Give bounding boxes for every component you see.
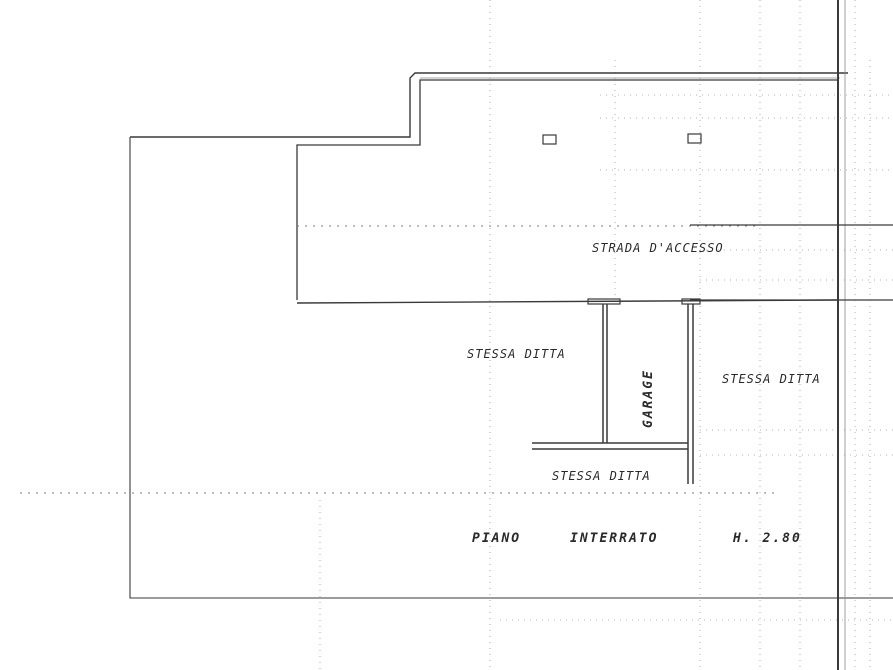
- garage-label: GARAGE: [641, 369, 656, 428]
- column-markers: [542, 133, 702, 145]
- pillar-marker-right: [687, 133, 702, 144]
- owner-label-right: STESSA DITTA: [722, 372, 821, 386]
- floor-type-label: INTERRATO: [570, 531, 658, 546]
- access-road-outline: [296, 79, 839, 304]
- floor-name-label: PIANO: [472, 531, 521, 546]
- construction-grid: [319, 0, 893, 670]
- garage-walls: [532, 298, 701, 484]
- owner-label-bottom: STESSA DITTA: [552, 469, 651, 483]
- pillar-marker-left: [542, 134, 557, 145]
- reference-lines: [690, 0, 893, 670]
- outer-boundary: [129, 72, 893, 599]
- owner-label-left: STESSA DITTA: [467, 347, 566, 361]
- road-label: STRADA D'ACCESSO: [592, 241, 724, 255]
- floor-height-label: H. 2.80: [732, 531, 802, 546]
